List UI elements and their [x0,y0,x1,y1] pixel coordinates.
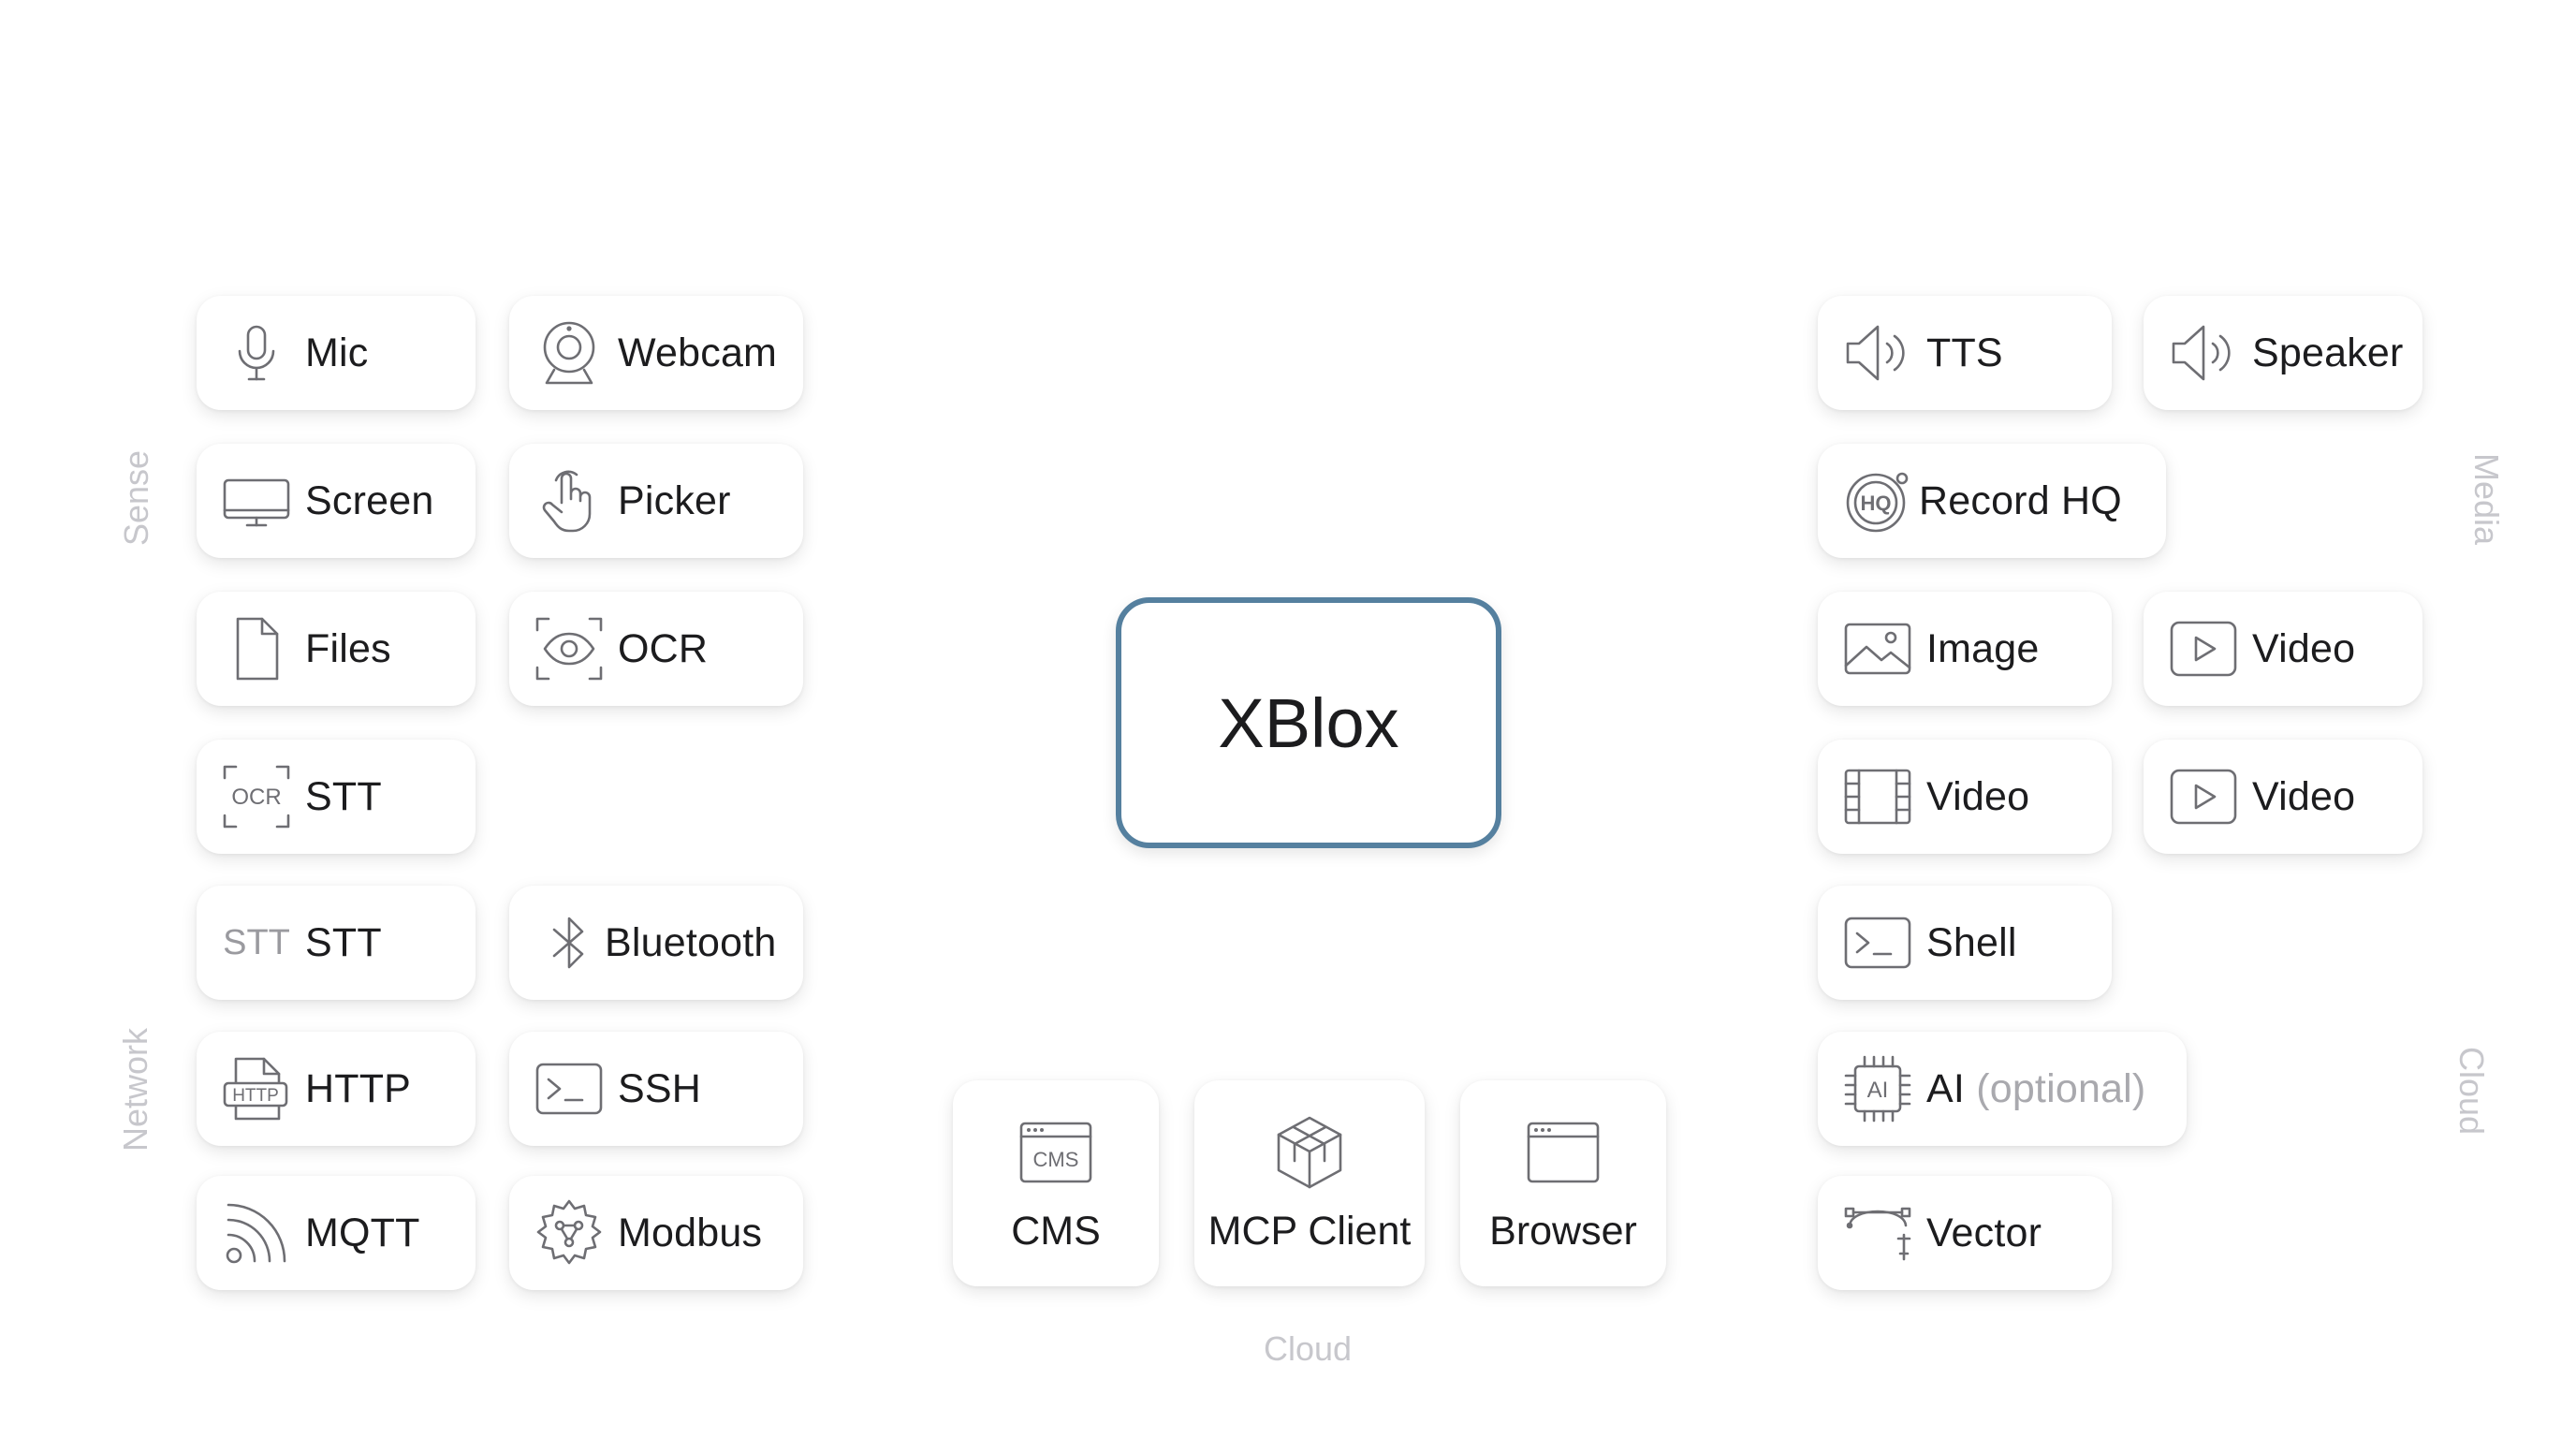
tile-label: OCR [618,625,709,671]
tile-label: Modbus [618,1210,763,1255]
browser-window-icon [1523,1112,1603,1197]
tile-record-hq[interactable]: HQ Record HQ [1818,444,2166,558]
tile-label: Mic [305,330,369,375]
tile-stt[interactable]: STT STT [197,886,476,1000]
file-icon [221,613,292,684]
tile-vector[interactable]: Vector [1818,1176,2112,1290]
tile-image[interactable]: Image [1818,592,2112,706]
tile-mic[interactable]: Mic [197,296,476,410]
tile-mqtt[interactable]: MQTT [197,1176,476,1290]
tile-cms[interactable]: CMS CMS [953,1080,1159,1286]
tile-label: HTTP [305,1065,412,1111]
speaker-icon [2168,317,2239,389]
record-hq-icon: HQ [1842,465,1913,536]
section-label-media: Media [2467,452,2506,546]
tile-label: STT [305,919,382,965]
tile-picker[interactable]: Picker [509,444,803,558]
feed-icon [221,1197,292,1269]
gear-network-icon [534,1197,605,1269]
tile-modbus[interactable]: Modbus [509,1176,803,1290]
tile-label: AI (optional) [1926,1066,2145,1112]
section-label-network: Network [116,1027,154,1152]
tile-video-2[interactable]: Video [2144,740,2422,854]
tile-label: TTS [1926,330,2003,375]
play-icon [2168,613,2239,684]
pointer-hand-icon [534,465,605,536]
section-label-cloud-bottom: Cloud [1264,1329,1353,1368]
tile-ai[interactable]: AI AI (optional) [1818,1032,2187,1146]
tile-files[interactable]: Files [197,592,476,706]
film-icon [1842,761,1913,832]
core-title: XBlox [1218,683,1399,762]
tile-mcp-client[interactable]: MCP Client [1194,1080,1425,1286]
cms-window-icon: CMS [1016,1112,1096,1197]
terminal-icon [534,1053,605,1124]
section-label-sense: Sense [117,449,155,546]
xblox-core-node[interactable]: XBlox [1116,597,1501,848]
tile-ssh[interactable]: SSH [509,1032,803,1146]
tile-label: Speaker [2252,330,2404,375]
tile-http[interactable]: HTTP HTTP [197,1032,476,1146]
tile-shell[interactable]: Shell [1818,886,2112,1000]
screen-icon [221,465,292,536]
tile-label: Webcam [618,330,778,375]
tile-screen[interactable]: Screen [197,444,476,558]
tile-webcam[interactable]: Webcam [509,296,803,410]
tile-ocr[interactable]: OCR [509,592,803,706]
tile-label: CMS [1011,1209,1101,1254]
tile-video-film[interactable]: Video [1818,740,2112,854]
mic-icon [221,317,292,389]
tile-label: STT [305,773,382,819]
tile-label: Vector [1926,1210,2042,1255]
tile-label: Browser [1489,1209,1637,1254]
section-label-cloud-right: Cloud [2452,1046,2491,1136]
svg-text:AI: AI [1867,1078,1889,1103]
terminal-icon [1842,907,1913,978]
bezier-icon [1842,1197,1913,1269]
tile-label: Files [305,625,391,671]
tile-label: Picker [618,477,731,523]
tile-browser[interactable]: Browser [1460,1080,1666,1286]
webcam-icon [534,317,605,389]
tile-speaker[interactable]: Speaker [2144,296,2422,410]
play-icon [2168,761,2239,832]
svg-text:CMS: CMS [1033,1148,1079,1171]
image-icon [1842,613,1913,684]
speaker-icon [1842,317,1913,389]
ai-chip-icon: AI [1842,1053,1913,1124]
tile-label: Video [1926,773,2030,819]
tile-label: Record HQ [1919,477,2122,523]
tile-label: Bluetooth [605,919,777,965]
tile-stt-ocr[interactable]: OCR STT [197,740,476,854]
svg-text:OCR: OCR [231,785,281,810]
stt-icon: STT [221,907,292,978]
svg-text:HQ: HQ [1861,492,1892,515]
eye-scan-icon [534,613,605,684]
bluetooth-icon [534,907,605,978]
ai-label: AI [1926,1065,1966,1111]
tile-label: Shell [1926,919,2017,965]
tile-tts[interactable]: TTS [1818,296,2112,410]
tile-bluetooth[interactable]: Bluetooth [509,886,803,1000]
ocr-icon: OCR [221,761,292,832]
ai-optional-note: (optional) [1976,1065,2146,1111]
tile-label: SSH [618,1065,702,1111]
tile-video[interactable]: Video [2144,592,2422,706]
tile-label: Image [1926,625,2040,671]
tile-label: MQTT [305,1210,420,1255]
svg-text:HTTP: HTTP [232,1086,279,1106]
tile-label: MCP Client [1208,1209,1412,1254]
tile-label: Video [2252,773,2356,819]
tile-label: Video [2252,625,2356,671]
tile-label: Screen [305,477,434,523]
http-icon: HTTP [221,1053,292,1124]
svg-text:STT: STT [223,923,290,962]
cube-icon [1269,1112,1350,1197]
